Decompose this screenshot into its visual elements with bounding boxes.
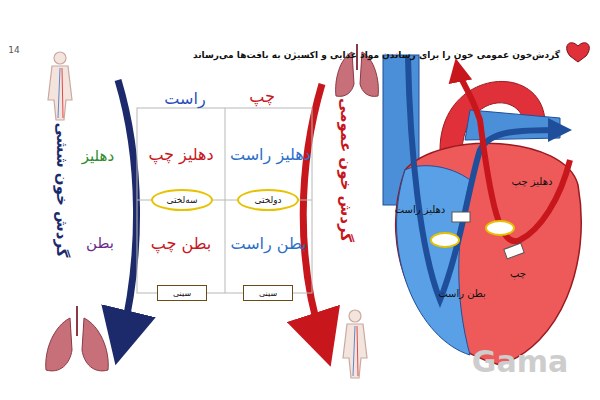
systemic-arrow xyxy=(303,84,322,340)
row-label: بطن xyxy=(86,234,114,252)
lungs-icon xyxy=(46,44,379,371)
circulation-label: گردش خون ششی xyxy=(53,122,71,257)
body-figure xyxy=(48,52,367,378)
heart-part-label: دهلیز چپ xyxy=(512,176,553,188)
node-text: سینی xyxy=(259,289,277,298)
table-grid xyxy=(137,108,312,293)
heart-icon xyxy=(567,43,590,62)
circulation-label: گردش خون عمومی xyxy=(337,98,355,242)
valve-box: سینی xyxy=(157,285,207,301)
table-cell: دهلیز راست xyxy=(225,108,316,200)
valve-ellipse: دولختی xyxy=(237,189,299,211)
node-text: دهلیز راست xyxy=(230,145,311,164)
watermark: Gama xyxy=(472,344,568,380)
table-cell: دهلیز چپ xyxy=(137,108,225,200)
column-header: چپ xyxy=(249,87,275,106)
pulmonary-arrow xyxy=(118,80,137,338)
heart-illustration xyxy=(383,55,581,365)
node-text: سینی xyxy=(173,289,191,298)
table-cell: بطن چپ xyxy=(137,200,225,286)
heart-part-label: بطن راست xyxy=(438,288,486,300)
valve-ellipse: سه‌لختی xyxy=(151,189,213,211)
node-text: دهلیز چپ xyxy=(148,145,213,164)
page-number: 14 xyxy=(8,45,19,56)
heart-part-label: دهلیز راست xyxy=(395,204,446,216)
node-text: دولختی xyxy=(254,195,281,205)
heart-part-label: چپ xyxy=(510,268,526,280)
table-cell: بطن راست xyxy=(225,200,312,286)
node-text: سه‌لختی xyxy=(166,195,197,205)
column-header: راست xyxy=(164,89,205,108)
valve-box: سینی xyxy=(243,285,293,301)
slide-title: گردش‌خون عمومی خون را برای رساندن مواد غ… xyxy=(193,50,560,61)
node-text: بطن چپ xyxy=(151,234,211,253)
node-text: بطن راست xyxy=(230,234,306,253)
row-label: دهلیز xyxy=(82,147,114,165)
